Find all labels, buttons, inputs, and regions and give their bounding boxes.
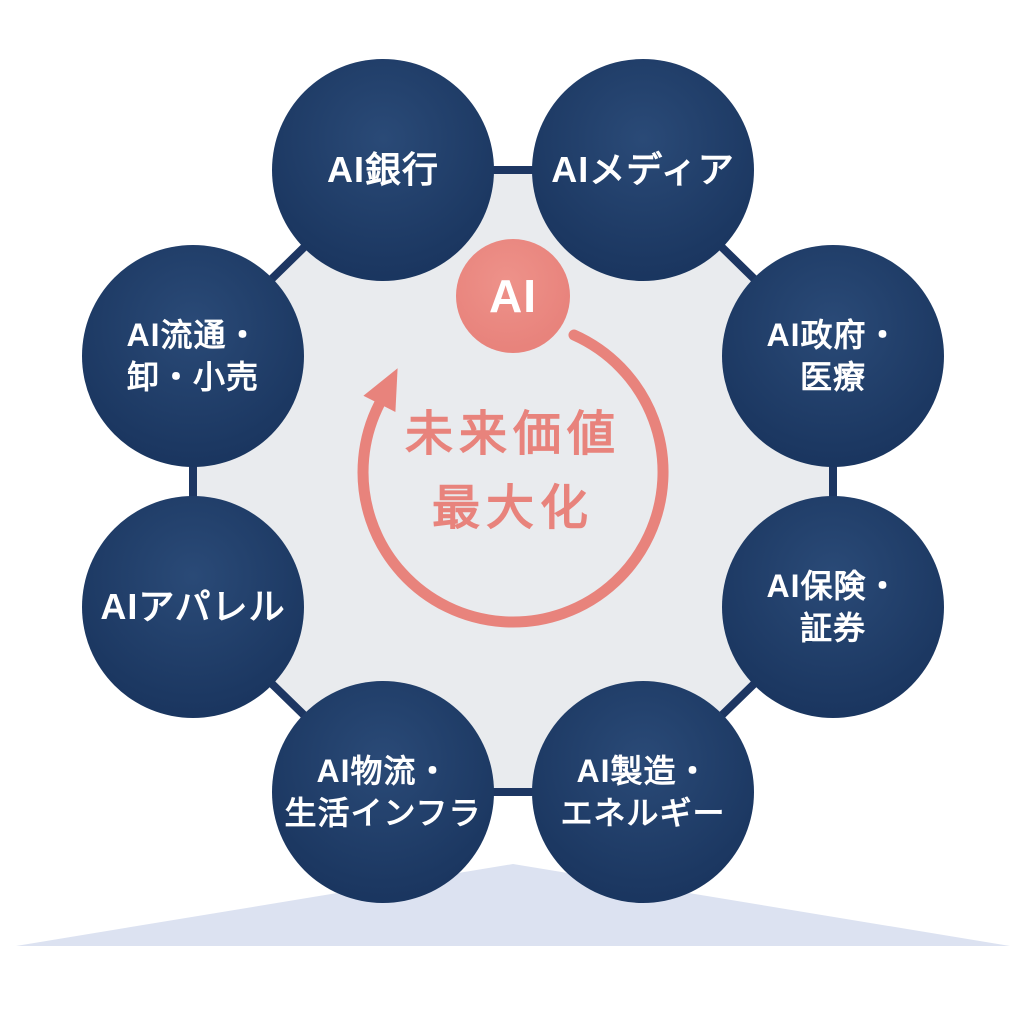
node-label: AI流通・ 卸・小売 xyxy=(126,316,260,395)
node-ai-apparel: AIアパレル xyxy=(82,496,304,718)
center-ai-badge-label: AI xyxy=(489,270,537,322)
node-ai-government-medical: AI政府・ 医療 xyxy=(722,245,944,467)
node-label: AI保険・ 証券 xyxy=(766,567,900,646)
node-label: AIアパレル xyxy=(100,586,286,628)
node-ai-manufacturing-energy: AI製造・ エネルギー xyxy=(532,681,754,903)
node-ai-bank: AI銀行 xyxy=(272,59,494,281)
node-ai-distribution-retail: AI流通・ 卸・小売 xyxy=(82,245,304,467)
center-ai-badge: AI xyxy=(456,239,570,353)
node-label: AI政府・ 医療 xyxy=(766,316,900,395)
node-ai-insurance-securities: AI保険・ 証券 xyxy=(722,496,944,718)
node-ai-logistics-infra: AI物流・ 生活インフラ xyxy=(272,681,494,903)
node-label: AIメディア xyxy=(551,149,735,191)
node-label: AI物流・ 生活インフラ xyxy=(284,752,482,831)
node-ai-media: AIメディア xyxy=(532,59,754,281)
center-message: 未来価値 最大化 xyxy=(404,408,621,536)
node-label: AI製造・ エネルギー xyxy=(560,752,726,831)
node-label: AI銀行 xyxy=(326,149,439,191)
